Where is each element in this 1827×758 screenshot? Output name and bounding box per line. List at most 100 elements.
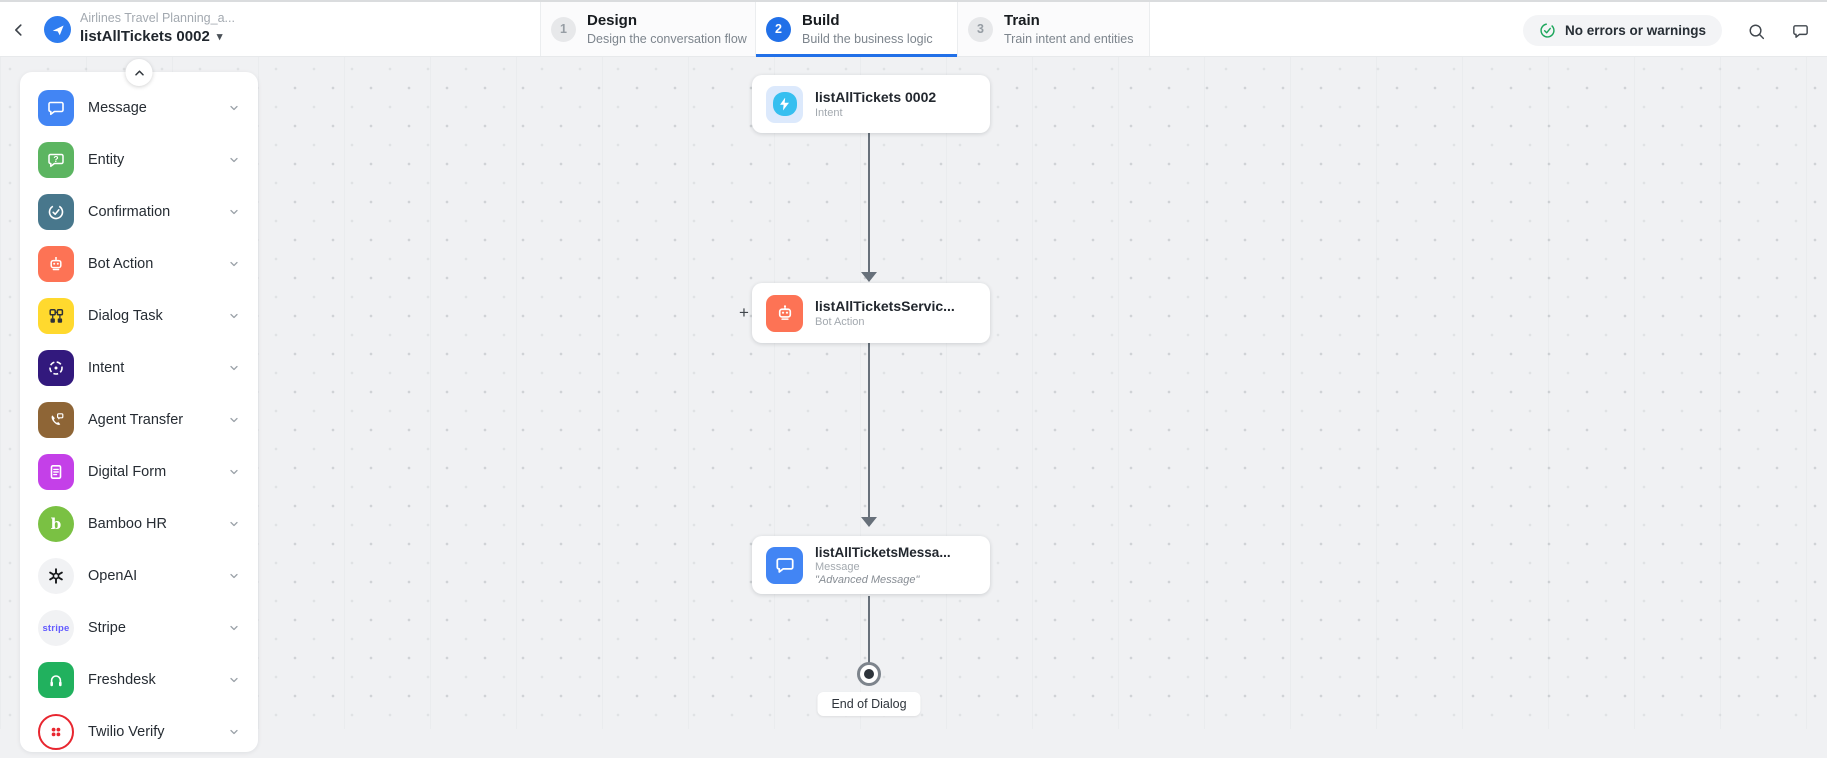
sidebar-item-label: Confirmation: [88, 204, 171, 220]
sidebar-item-label: Stripe: [88, 620, 126, 636]
add-node-button[interactable]: +: [739, 303, 749, 322]
connector-line: [868, 343, 870, 523]
status-badge[interactable]: No errors or warnings: [1522, 15, 1722, 46]
message-node-icon: [766, 546, 803, 584]
chevron-down-icon[interactable]: [228, 674, 242, 686]
node-title: listAllTickets 0002: [815, 89, 937, 105]
collapse-palette-button[interactable]: [125, 59, 153, 86]
end-of-dialog-label: End of Dialog: [817, 692, 921, 716]
sidebar-item-openai[interactable]: OpenAI: [20, 550, 258, 602]
tab-label: Build: [802, 12, 840, 30]
node-type: Intent: [815, 107, 843, 119]
node-note: "Advanced Message": [815, 573, 920, 586]
bamboo-hr-icon: b: [38, 506, 74, 542]
connector-line: [868, 596, 870, 664]
search-button[interactable]: [1745, 20, 1767, 42]
sidebar-item-label: Freshdesk: [88, 672, 156, 688]
flow-canvas[interactable]: [0, 57, 1827, 729]
node-palette: Message ? Entity Confirmation Bot Action: [20, 59, 258, 752]
tab-step-number: 2: [766, 16, 791, 42]
svg-text:?: ?: [53, 154, 58, 164]
confirmation-icon: [38, 194, 74, 230]
sidebar-item-label: Bamboo HR: [88, 516, 167, 532]
chevron-down-icon[interactable]: [228, 102, 242, 114]
digital-form-icon: [38, 454, 74, 490]
sidebar-item-confirmation[interactable]: Confirmation: [20, 186, 258, 238]
top-header: Airlines Travel Planning_a... listAllTic…: [0, 0, 1827, 57]
active-tab-underline: [756, 54, 957, 57]
node-type: Bot Action: [815, 316, 865, 328]
node-bot-action[interactable]: + listAllTicketsServic... Bot Action: [739, 283, 990, 343]
agent-transfer-icon: [38, 402, 74, 438]
tab-sublabel: Design the conversation flow: [587, 31, 747, 46]
tab-design[interactable]: 1 Design Design the conversation flow: [540, 2, 755, 56]
tab-label: Design: [587, 12, 638, 30]
chevron-down-icon[interactable]: [228, 622, 242, 634]
chevron-down-icon[interactable]: [228, 258, 242, 270]
chevron-up-icon: [134, 69, 144, 76]
chevron-down-icon[interactable]: [228, 570, 242, 582]
page-title: listAllTickets 0002: [80, 28, 210, 45]
node-message[interactable]: listAllTicketsMessa... Message "Advanced…: [752, 536, 990, 594]
back-button[interactable]: [8, 19, 30, 41]
tab-step-number: 3: [968, 16, 993, 42]
caret-down-icon: ▾: [216, 31, 223, 43]
bot-avatar[interactable]: [44, 16, 71, 43]
connector-arrow-icon: [861, 272, 877, 282]
sidebar-item-twilio-verify[interactable]: Twilio Verify: [20, 706, 258, 758]
sidebar-item-entity[interactable]: ? Entity: [20, 134, 258, 186]
sidebar-item-bamboo-hr[interactable]: b Bamboo HR: [20, 498, 258, 550]
chevron-down-icon[interactable]: [228, 310, 242, 322]
node-title: listAllTicketsServic...: [815, 298, 955, 314]
bot-action-node-icon: [766, 294, 803, 332]
sidebar-item-label: Twilio Verify: [88, 724, 165, 740]
sidebar-item-label: Dialog Task: [88, 308, 163, 324]
sidebar-item-agent-transfer[interactable]: Agent Transfer: [20, 394, 258, 446]
tab-sublabel: Build the business logic: [802, 31, 933, 46]
connector-line: [868, 133, 870, 281]
tab-build[interactable]: 2 Build Build the business logic: [755, 2, 957, 57]
lightning-bolt-icon: [780, 97, 789, 111]
check-circle-icon: [1540, 23, 1555, 38]
entity-icon: ?: [38, 142, 74, 178]
dialog-title-dropdown[interactable]: listAllTickets 0002 ▾: [80, 28, 222, 45]
chevron-down-icon[interactable]: [228, 206, 242, 218]
sidebar-item-stripe[interactable]: stripe Stripe: [20, 602, 258, 654]
sidebar-item-bot-action[interactable]: Bot Action: [20, 238, 258, 290]
intent-node-icon: [766, 85, 803, 123]
dialog-task-icon: [38, 298, 74, 334]
node-intent[interactable]: listAllTickets 0002 Intent: [752, 75, 990, 133]
chevron-down-icon[interactable]: [228, 362, 242, 374]
sidebar-item-label: OpenAI: [88, 568, 138, 584]
node-title: listAllTicketsMessa...: [815, 544, 951, 560]
tab-train[interactable]: 3 Train Train intent and entities: [957, 2, 1150, 56]
sidebar-item-label: Message: [88, 100, 147, 116]
sidebar-item-label: Entity: [88, 152, 125, 168]
breadcrumb: Airlines Travel Planning_a...: [80, 11, 235, 25]
paper-plane-icon: [52, 24, 64, 35]
chat-bubble-icon: [1792, 24, 1808, 38]
intent-icon: [38, 350, 74, 386]
status-text: No errors or warnings: [1564, 23, 1706, 38]
tab-label: Train: [1004, 12, 1040, 30]
sidebar-item-digital-form[interactable]: Digital Form: [20, 446, 258, 498]
end-of-dialog-node[interactable]: [857, 662, 881, 686]
tab-sublabel: Train intent and entities: [1004, 31, 1134, 46]
chevron-down-icon[interactable]: [228, 414, 242, 426]
twilio-verify-icon: [38, 714, 74, 750]
chevron-down-icon[interactable]: [228, 518, 242, 530]
chevron-down-icon[interactable]: [228, 466, 242, 478]
sidebar-item-label: Bot Action: [88, 256, 154, 272]
sidebar-item-dialog-task[interactable]: Dialog Task: [20, 290, 258, 342]
chevron-down-icon[interactable]: [228, 726, 242, 738]
sidebar-item-freshdesk[interactable]: Freshdesk: [20, 654, 258, 706]
sidebar-item-intent[interactable]: Intent: [20, 342, 258, 394]
comments-button[interactable]: [1789, 20, 1811, 42]
openai-icon: [38, 558, 74, 594]
sidebar-item-message[interactable]: Message: [20, 82, 258, 134]
chevron-down-icon[interactable]: [228, 154, 242, 166]
tab-step-number: 1: [551, 16, 576, 42]
sidebar-item-label: Agent Transfer: [88, 412, 184, 428]
message-icon: [38, 90, 74, 126]
connector-arrow-icon: [861, 517, 877, 527]
